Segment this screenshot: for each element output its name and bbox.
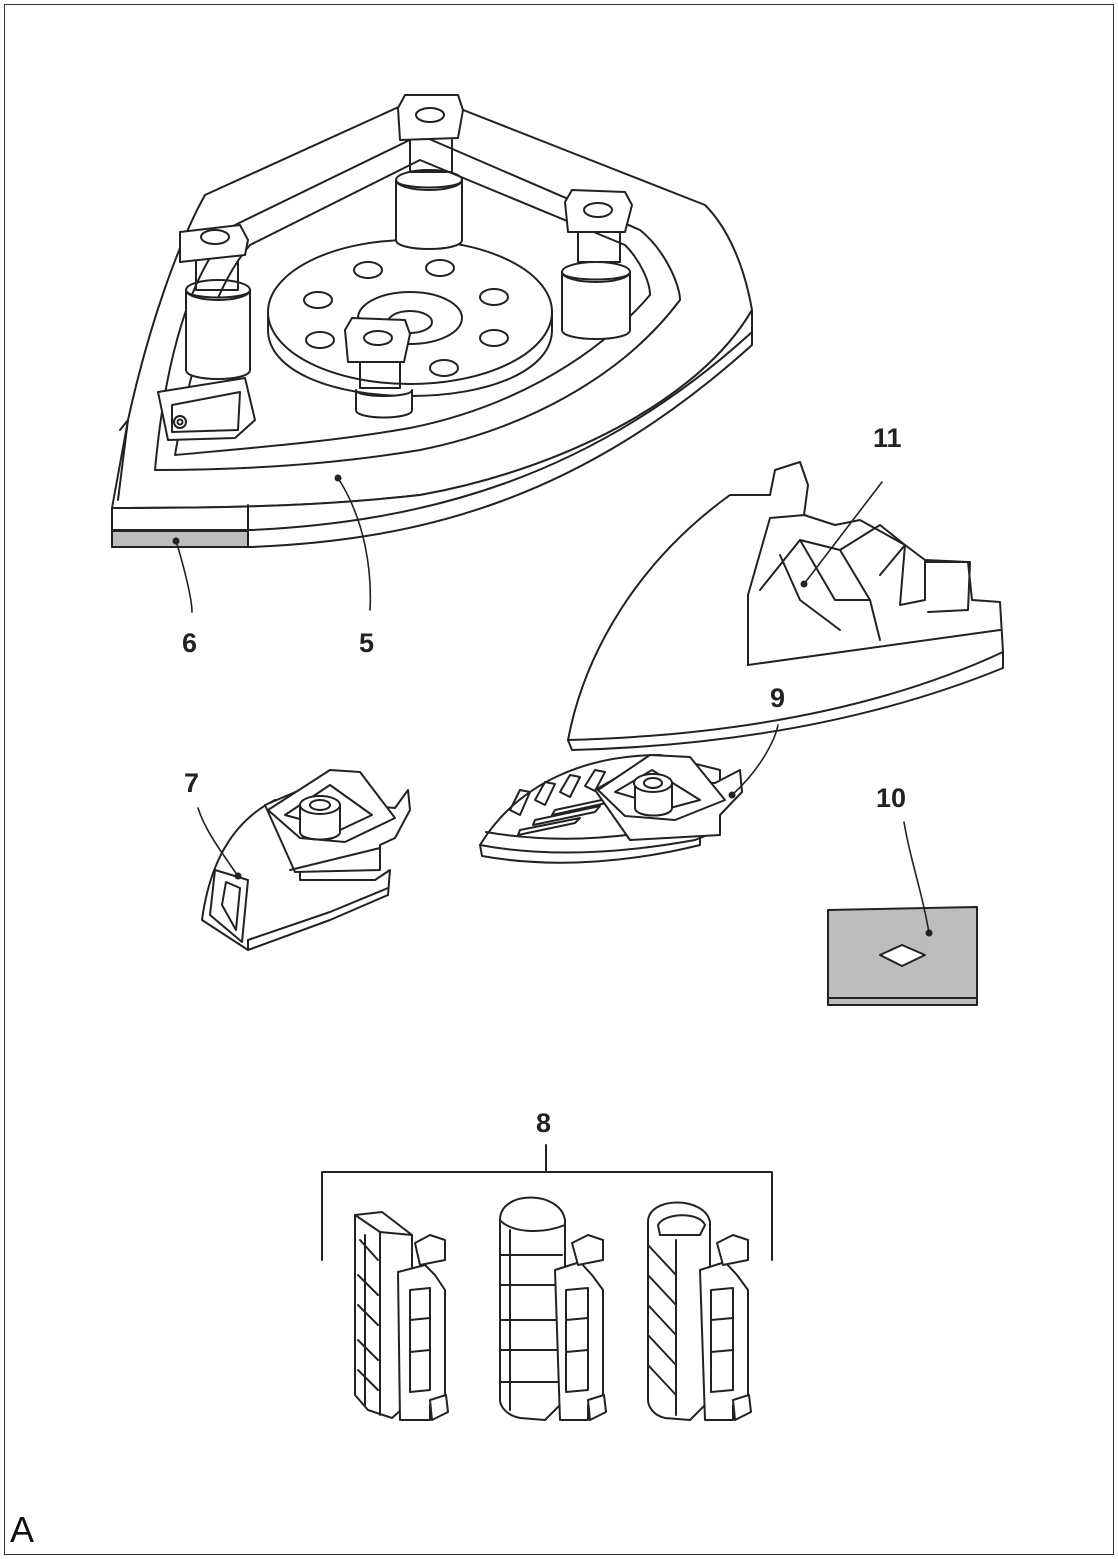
callout-10: 10 xyxy=(876,783,907,813)
leader-dot-11 xyxy=(800,580,808,588)
sleeve-triangular xyxy=(354,1211,449,1421)
leader-dot-6 xyxy=(172,537,180,545)
base-plate-5 xyxy=(111,94,753,548)
leader-5 xyxy=(337,477,372,611)
attachment-7 xyxy=(201,769,411,951)
leader-6 xyxy=(175,540,193,613)
sleeve-round-ribbed xyxy=(647,1201,752,1421)
bracket-8 xyxy=(321,1144,773,1261)
leader-dot-5 xyxy=(334,474,342,482)
figure-frame xyxy=(4,4,1114,1555)
callout-5: 5 xyxy=(359,628,375,658)
sleeve-round xyxy=(499,1196,607,1421)
attachment-9 xyxy=(479,754,743,864)
tip-strip-6 xyxy=(111,530,249,548)
leader-dot-7 xyxy=(234,872,242,880)
callout-7: 7 xyxy=(184,768,200,798)
leader-dot-9 xyxy=(728,791,736,799)
pad-10 xyxy=(827,906,978,1006)
figure-letter: A xyxy=(10,1509,35,1550)
callout-6: 6 xyxy=(182,628,198,658)
callout-11: 11 xyxy=(873,423,902,453)
leader-lines xyxy=(172,474,933,937)
leader-dot-10 xyxy=(925,929,933,937)
leader-10 xyxy=(903,821,930,934)
finger-attachment-11 xyxy=(567,461,1004,751)
callout-9: 9 xyxy=(770,683,786,713)
leader-11 xyxy=(803,481,883,585)
leader-9 xyxy=(731,724,779,796)
callout-8: 8 xyxy=(536,1108,552,1138)
leader-7 xyxy=(197,807,239,877)
